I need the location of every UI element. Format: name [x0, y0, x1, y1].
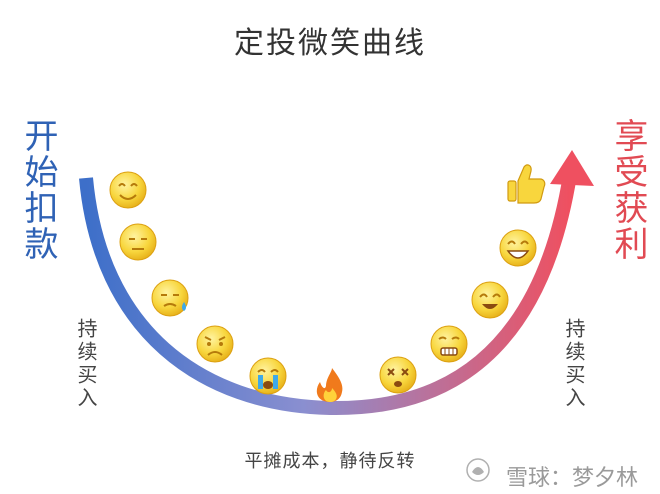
worried-face-icon	[196, 325, 234, 363]
keep-buying-right-label: 持续买入	[562, 318, 586, 410]
happy-face-icon	[109, 171, 147, 209]
bottom-caption: 平摊成本，静待反转	[244, 451, 416, 472]
arrow-head-icon	[550, 150, 594, 186]
fire-icon	[316, 368, 343, 402]
calm-face-icon	[119, 223, 157, 261]
thumbs-up-icon	[507, 164, 546, 204]
smile-face-icon	[471, 281, 509, 319]
sweat-face-icon	[151, 279, 189, 317]
smile-curve	[79, 173, 577, 416]
dizzy-face-icon	[379, 356, 417, 394]
crying-face-icon	[249, 357, 287, 395]
keep-buying-left-label: 持续买入	[74, 318, 98, 410]
watermark: 雪球：梦夕林	[505, 466, 638, 491]
grimace-face-icon	[430, 325, 468, 363]
snowball-logo-icon	[466, 458, 490, 482]
start-deduction-label: 开始扣款	[18, 118, 58, 262]
diagram-title: 定投微笑曲线	[234, 26, 426, 61]
grin-face-icon	[499, 229, 537, 267]
enjoy-profit-label: 享受获利	[608, 118, 648, 262]
